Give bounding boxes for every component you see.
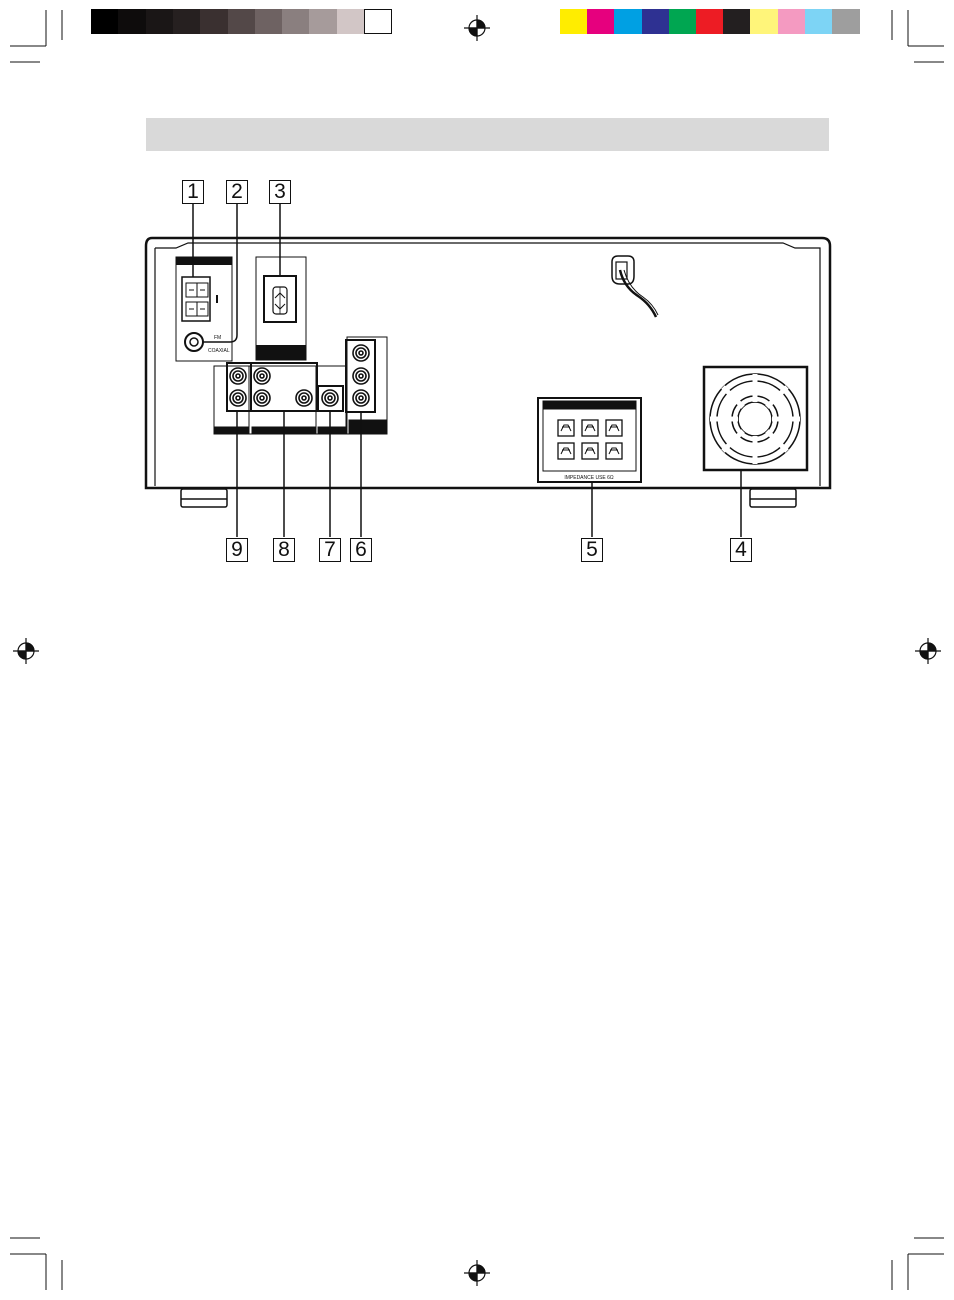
coaxial-label: COAXIAL [208,348,230,354]
fm-label: FM [214,335,221,341]
callout-8: 8 [273,538,295,562]
power-cord [612,256,658,317]
rca-jack-icon [353,390,369,406]
callout-5: 5 [581,538,603,562]
cooling-fan-icon [704,367,807,470]
rca-jack-icon [353,345,369,361]
callout-2: 2 [226,180,248,204]
speaker-terminal-board: IMPEDANCE USE 6Ω [538,398,641,482]
rca-jack-icon [254,390,270,406]
speaker-terminal-icon [558,420,574,436]
callout-7: 7 [319,538,341,562]
callout-1: 1 [182,180,204,204]
speaker-terminal-icon [606,420,622,436]
impedance-label: IMPEDANCE USE 6Ω [564,475,614,481]
callout-4: 4 [730,538,752,562]
crop-marks [10,10,944,1290]
rca-jack-icon [322,390,338,406]
callout-9: 9 [226,538,248,562]
speaker-terminal-icon [582,443,598,459]
rca-jack-icon [296,390,312,406]
speaker-terminal-icon [558,443,574,459]
unit-feet [181,489,796,507]
rca-jack-icon [254,368,270,384]
rca-jack-icon [230,368,246,384]
voltage-selector-panel [256,257,306,360]
speaker-terminal-icon [582,420,598,436]
rca-jack-icon [230,390,246,406]
antenna-terminal-panel: FM COAXIAL [176,257,232,361]
callout-3: 3 [269,180,291,204]
registration-mark-icon [13,15,941,1286]
rca-jack-icon [353,368,369,384]
speaker-terminal-icon [606,443,622,459]
callout-6: 6 [350,538,372,562]
